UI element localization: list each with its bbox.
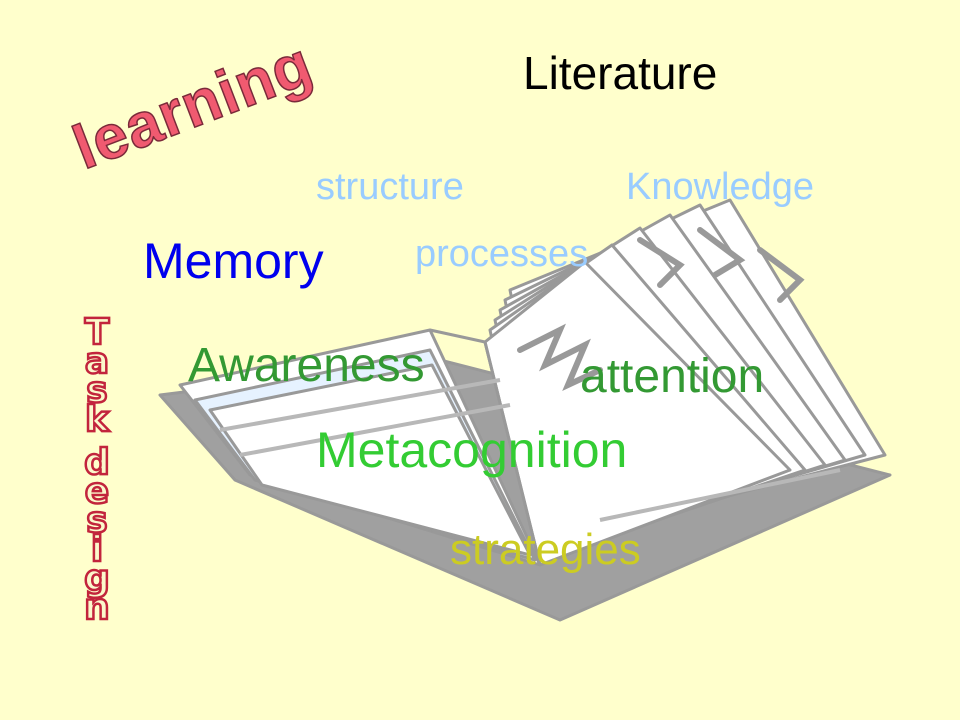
word-knowledge: Knowledge <box>626 166 815 208</box>
word-processes: processes <box>415 233 589 275</box>
word-structure: structure <box>316 166 464 208</box>
word-awareness: Awareness <box>188 339 425 392</box>
vertical-title-letter: i <box>90 529 105 570</box>
vertical-title-letter: T <box>83 312 110 353</box>
word-memory: Memory <box>143 233 324 289</box>
vertical-title-letter: s <box>85 370 109 411</box>
vertical-title-letter: n <box>83 587 111 628</box>
word-metacognition: Metacognition <box>316 422 628 478</box>
vertical-title-letter: d <box>83 442 111 483</box>
word-strategies: strategies <box>450 525 641 574</box>
vertical-title-letter: a <box>84 341 111 382</box>
vertical-title-letter: g <box>83 558 111 599</box>
vertical-title-letter: e <box>84 471 111 512</box>
title-literature: Literature <box>523 47 718 99</box>
vertical-title-letter: k <box>84 399 110 440</box>
vertical-title-letter: s <box>85 500 109 541</box>
word-attention: attention <box>580 350 765 403</box>
